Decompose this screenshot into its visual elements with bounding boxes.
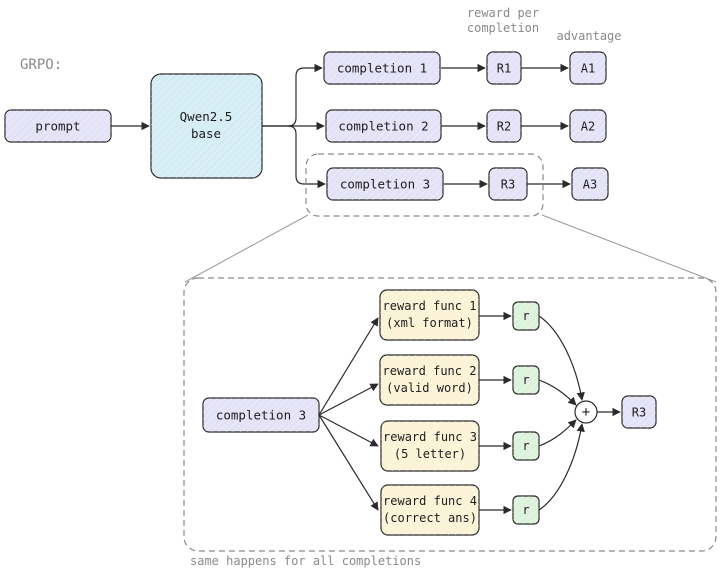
edge-c3-func1: [318, 317, 379, 416]
model-node[interactable]: Qwen2.5 base: [150, 73, 263, 179]
reward-func-3-line1: reward func 3: [383, 430, 477, 444]
reward-header-line1: reward per: [467, 6, 539, 20]
advantage-a2-node[interactable]: A2: [569, 109, 607, 143]
advantage-a1-node[interactable]: A1: [569, 51, 607, 85]
reward-r1-label: R1: [497, 62, 511, 76]
edge-c3-func4: [318, 414, 379, 511]
reward-func-2-node[interactable]: reward func 2 (valid word): [379, 354, 480, 406]
reward-r2-label: R2: [497, 120, 511, 134]
edge-r4-sum: [538, 423, 585, 511]
edge-r1-sum: [538, 315, 585, 401]
detail-frame: [183, 277, 717, 552]
detail-caption: same happens for all completions: [190, 554, 421, 568]
r-box-1[interactable]: r: [512, 301, 540, 331]
edge-model-completion-3: [287, 125, 326, 189]
reward-func-4-line1: reward func 4: [383, 494, 477, 508]
reward-func-2-line1: reward func 2: [383, 364, 477, 378]
completion-3-node[interactable]: completion 3: [326, 167, 444, 201]
reward-func-3-line2: (5 letter): [394, 447, 466, 461]
advantage-header: advantage: [556, 29, 621, 43]
detail-total-r3-node[interactable]: R3: [621, 395, 657, 429]
reward-func-1-line2: (xml format): [386, 316, 473, 330]
detail-total-r3-label: R3: [632, 406, 646, 420]
zoom-line-left: [184, 214, 309, 283]
r-box-3-label: r: [522, 439, 529, 453]
edge-r3-sum: [538, 419, 577, 447]
reward-header-line2: completion: [467, 21, 539, 35]
prompt-label: prompt: [35, 119, 80, 134]
edge-c3-func2: [318, 383, 379, 416]
r-box-1-label: r: [522, 309, 529, 323]
advantage-a3-label: A3: [583, 178, 597, 192]
advantage-a3-node[interactable]: A3: [571, 167, 609, 201]
r-box-4[interactable]: r: [512, 495, 540, 525]
reward-r2-node[interactable]: R2: [486, 109, 522, 143]
sum-node: +: [574, 400, 598, 424]
advantage-a2-label: A2: [581, 120, 595, 134]
reward-r3-node[interactable]: R3: [488, 167, 528, 201]
r-box-2[interactable]: r: [512, 365, 540, 395]
completion-3-label: completion 3: [340, 177, 430, 192]
reward-func-3-node[interactable]: reward func 3 (5 letter): [380, 420, 480, 472]
diagram-title: GRPO:: [20, 57, 62, 73]
top-connectors: [111, 63, 571, 189]
edge-c3-func3: [318, 414, 379, 447]
edge-model-completion-1: [262, 63, 323, 127]
reward-func-1-line1: reward func 1: [383, 299, 477, 313]
model-label-line2: base: [191, 126, 221, 141]
completion-1-node[interactable]: completion 1: [323, 51, 441, 85]
detail-completion-node[interactable]: completion 3: [202, 397, 320, 433]
reward-r3-label: R3: [501, 178, 515, 192]
reward-func-2-line2: (valid word): [386, 381, 473, 395]
reward-func-4-line2: (correct ans): [383, 511, 477, 525]
zoom-line-right: [541, 214, 717, 283]
completion-3-highlight: [305, 153, 544, 217]
r-box-2-label: r: [522, 373, 529, 387]
completion-2-label: completion 2: [338, 119, 428, 134]
model-label-line1: Qwen2.5: [180, 109, 233, 124]
detail-completion-label: completion 3: [216, 408, 306, 423]
reward-func-1-node[interactable]: reward func 1 (xml format): [379, 289, 480, 341]
r-box-4-label: r: [522, 503, 529, 517]
reward-func-4-node[interactable]: reward func 4 (correct ans): [380, 484, 480, 536]
completion-2-node[interactable]: completion 2: [325, 109, 442, 143]
sum-symbol: +: [582, 405, 590, 421]
prompt-node[interactable]: prompt: [4, 109, 112, 143]
r-box-3[interactable]: r: [512, 431, 540, 461]
completion-1-label: completion 1: [337, 61, 427, 76]
reward-r1-node[interactable]: R1: [486, 51, 522, 85]
advantage-a1-label: A1: [581, 62, 595, 76]
edge-r2-sum: [538, 379, 577, 406]
detail-connectors: [318, 311, 621, 515]
